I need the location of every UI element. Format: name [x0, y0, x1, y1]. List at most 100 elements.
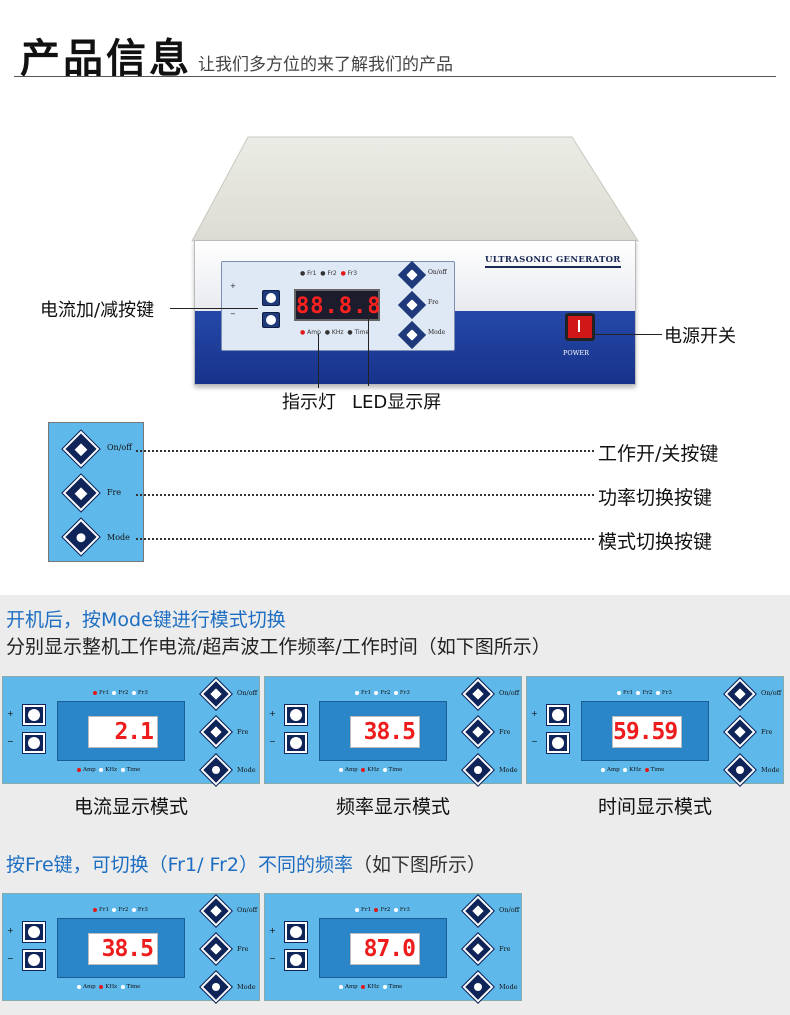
- fre-key[interactable]: [397, 290, 427, 320]
- fre-key[interactable]: [723, 715, 757, 749]
- freq-indicators: Fr1 Fr2 Fr3: [355, 690, 413, 696]
- led-screen: 2.1: [88, 716, 158, 748]
- increase-button[interactable]: [262, 290, 280, 306]
- led-screen: 38.5: [88, 933, 158, 965]
- freq-indicators: Fr1 Fr2 Fr3: [93, 907, 151, 913]
- onoff-key[interactable]: [461, 894, 495, 928]
- minus-sign: −: [7, 954, 14, 963]
- callout-led-line: [368, 304, 369, 386]
- led-value: 87.0: [363, 936, 416, 962]
- section1-heading: 开机后，按Mode键进行模式切换: [6, 609, 286, 631]
- display-frame: 2.1: [57, 701, 185, 761]
- section2-heading: 按Fre键，可切换（Fr1/ Fr2）不同的频率（如下图所示）: [6, 854, 486, 876]
- power-label: POWER: [563, 349, 590, 357]
- mode-key[interactable]: [461, 970, 495, 1004]
- freq-indicators: Fr1 Fr2 Fr3: [93, 690, 151, 696]
- header-divider: [14, 76, 776, 77]
- mode-indicators: ● Amp ● KHz ● Time: [300, 329, 370, 336]
- onoff-key[interactable]: [461, 677, 495, 711]
- mode-key[interactable]: [199, 753, 233, 787]
- decrease-button[interactable]: [284, 949, 308, 971]
- onoff-key[interactable]: [199, 894, 233, 928]
- desc-fre: 功率切换按键: [598, 487, 713, 509]
- callout-led: LED显示屏: [352, 392, 442, 413]
- power-icon: [578, 320, 580, 332]
- increase-button[interactable]: [22, 704, 46, 726]
- led-screen: 59.59: [612, 716, 682, 748]
- onoff-key[interactable]: [199, 677, 233, 711]
- plus-sign: +: [269, 709, 276, 718]
- legend-fre-key: [61, 473, 101, 513]
- display-frame: 87.0: [319, 918, 447, 978]
- device-top-surface: [191, 136, 639, 242]
- panel-caption: 时间显示模式: [597, 796, 712, 818]
- freq-indicators: ● Fr1 ● Fr2 ● Fr3: [300, 270, 358, 277]
- increase-button[interactable]: [546, 704, 570, 726]
- mode-key[interactable]: [461, 753, 495, 787]
- minus-sign: −: [7, 737, 14, 746]
- mode-indicators: Amp KHz Time: [339, 767, 406, 773]
- fre-key[interactable]: [199, 715, 233, 749]
- led-display: 88.8.8: [294, 289, 380, 321]
- stop-square-icon: [61, 429, 101, 469]
- callout-indicator: 指示灯: [282, 392, 336, 413]
- page-subtitle: 让我们多方位的来了解我们的产品: [198, 55, 453, 75]
- section1-text: 分别显示整机工作电流/超声波工作频率/工作时间（如下图所示）: [6, 636, 551, 658]
- minus-sign: −: [269, 954, 276, 963]
- desc-onoff: 工作开/关按键: [598, 443, 719, 465]
- decrease-button[interactable]: [284, 732, 308, 754]
- fre-key[interactable]: [199, 932, 233, 966]
- chevron-up-icon: [266, 293, 276, 303]
- mode-key[interactable]: [199, 970, 233, 1004]
- device-brand-label: ULTRASONIC GENERATOR: [485, 255, 621, 268]
- plus-sign: +: [230, 282, 236, 290]
- callout-power: 电源开关: [664, 326, 736, 347]
- fre-key[interactable]: [461, 932, 495, 966]
- control-panel: + − ● Fr1 ● Fr2 ● Fr3 88.8.8 ● Amp ● KHz…: [221, 260, 455, 351]
- increase-button[interactable]: [284, 704, 308, 726]
- legend-onoff-key: [61, 429, 101, 469]
- increase-button[interactable]: [284, 921, 308, 943]
- led-display-value: 88.8.8: [296, 294, 382, 319]
- display-frame: 38.5: [57, 918, 185, 978]
- legend-line-fre: [136, 494, 594, 496]
- fre-key[interactable]: [461, 715, 495, 749]
- led-value: 59.59: [613, 719, 678, 745]
- increase-button[interactable]: [22, 921, 46, 943]
- panel-caption: 频率显示模式: [335, 796, 450, 818]
- plus-sign: +: [531, 709, 538, 718]
- power-switch[interactable]: [565, 313, 595, 341]
- plus-sign: +: [7, 709, 14, 718]
- decrease-button[interactable]: [262, 312, 280, 328]
- led-value: 38.5: [101, 936, 154, 962]
- minus-sign: −: [531, 737, 538, 746]
- mode-indicators: Amp KHz Time: [77, 767, 144, 773]
- mode-key[interactable]: [723, 753, 757, 787]
- device-front-panel: + − ● Fr1 ● Fr2 ● Fr3 88.8.8 ● Amp ● KHz…: [194, 240, 636, 385]
- desc-mode: 模式切换按键: [598, 531, 713, 553]
- onoff-key[interactable]: [723, 677, 757, 711]
- circle-icon: [61, 517, 101, 557]
- freq-indicators: Fr1 Fr2 Fr3: [355, 907, 413, 913]
- mode-indicators: Amp KHz Time: [601, 767, 668, 773]
- led-screen: 87.0: [350, 933, 420, 965]
- decrease-button[interactable]: [22, 732, 46, 754]
- plus-sign: +: [7, 926, 14, 935]
- decrease-button[interactable]: [22, 949, 46, 971]
- callout-adjust-line: [170, 308, 258, 309]
- display-frame: 59.59: [581, 701, 709, 761]
- decrease-button[interactable]: [546, 732, 570, 754]
- onoff-key[interactable]: [397, 260, 427, 290]
- mode-key[interactable]: [397, 320, 427, 350]
- legend-mode-key: [61, 517, 101, 557]
- led-value: 38.5: [363, 719, 416, 745]
- generator-device-image: + − ● Fr1 ● Fr2 ● Fr3 88.8.8 ● Amp ● KHz…: [190, 135, 640, 385]
- mode-indicators: Amp KHz Time: [77, 984, 144, 990]
- plus-sign: +: [269, 926, 276, 935]
- key-legend-panel: On/off Fre Mode: [48, 422, 144, 562]
- callout-adjust: 电流加/减按键: [40, 300, 155, 321]
- display-frame: 38.5: [319, 701, 447, 761]
- diamond-icon: [61, 473, 101, 513]
